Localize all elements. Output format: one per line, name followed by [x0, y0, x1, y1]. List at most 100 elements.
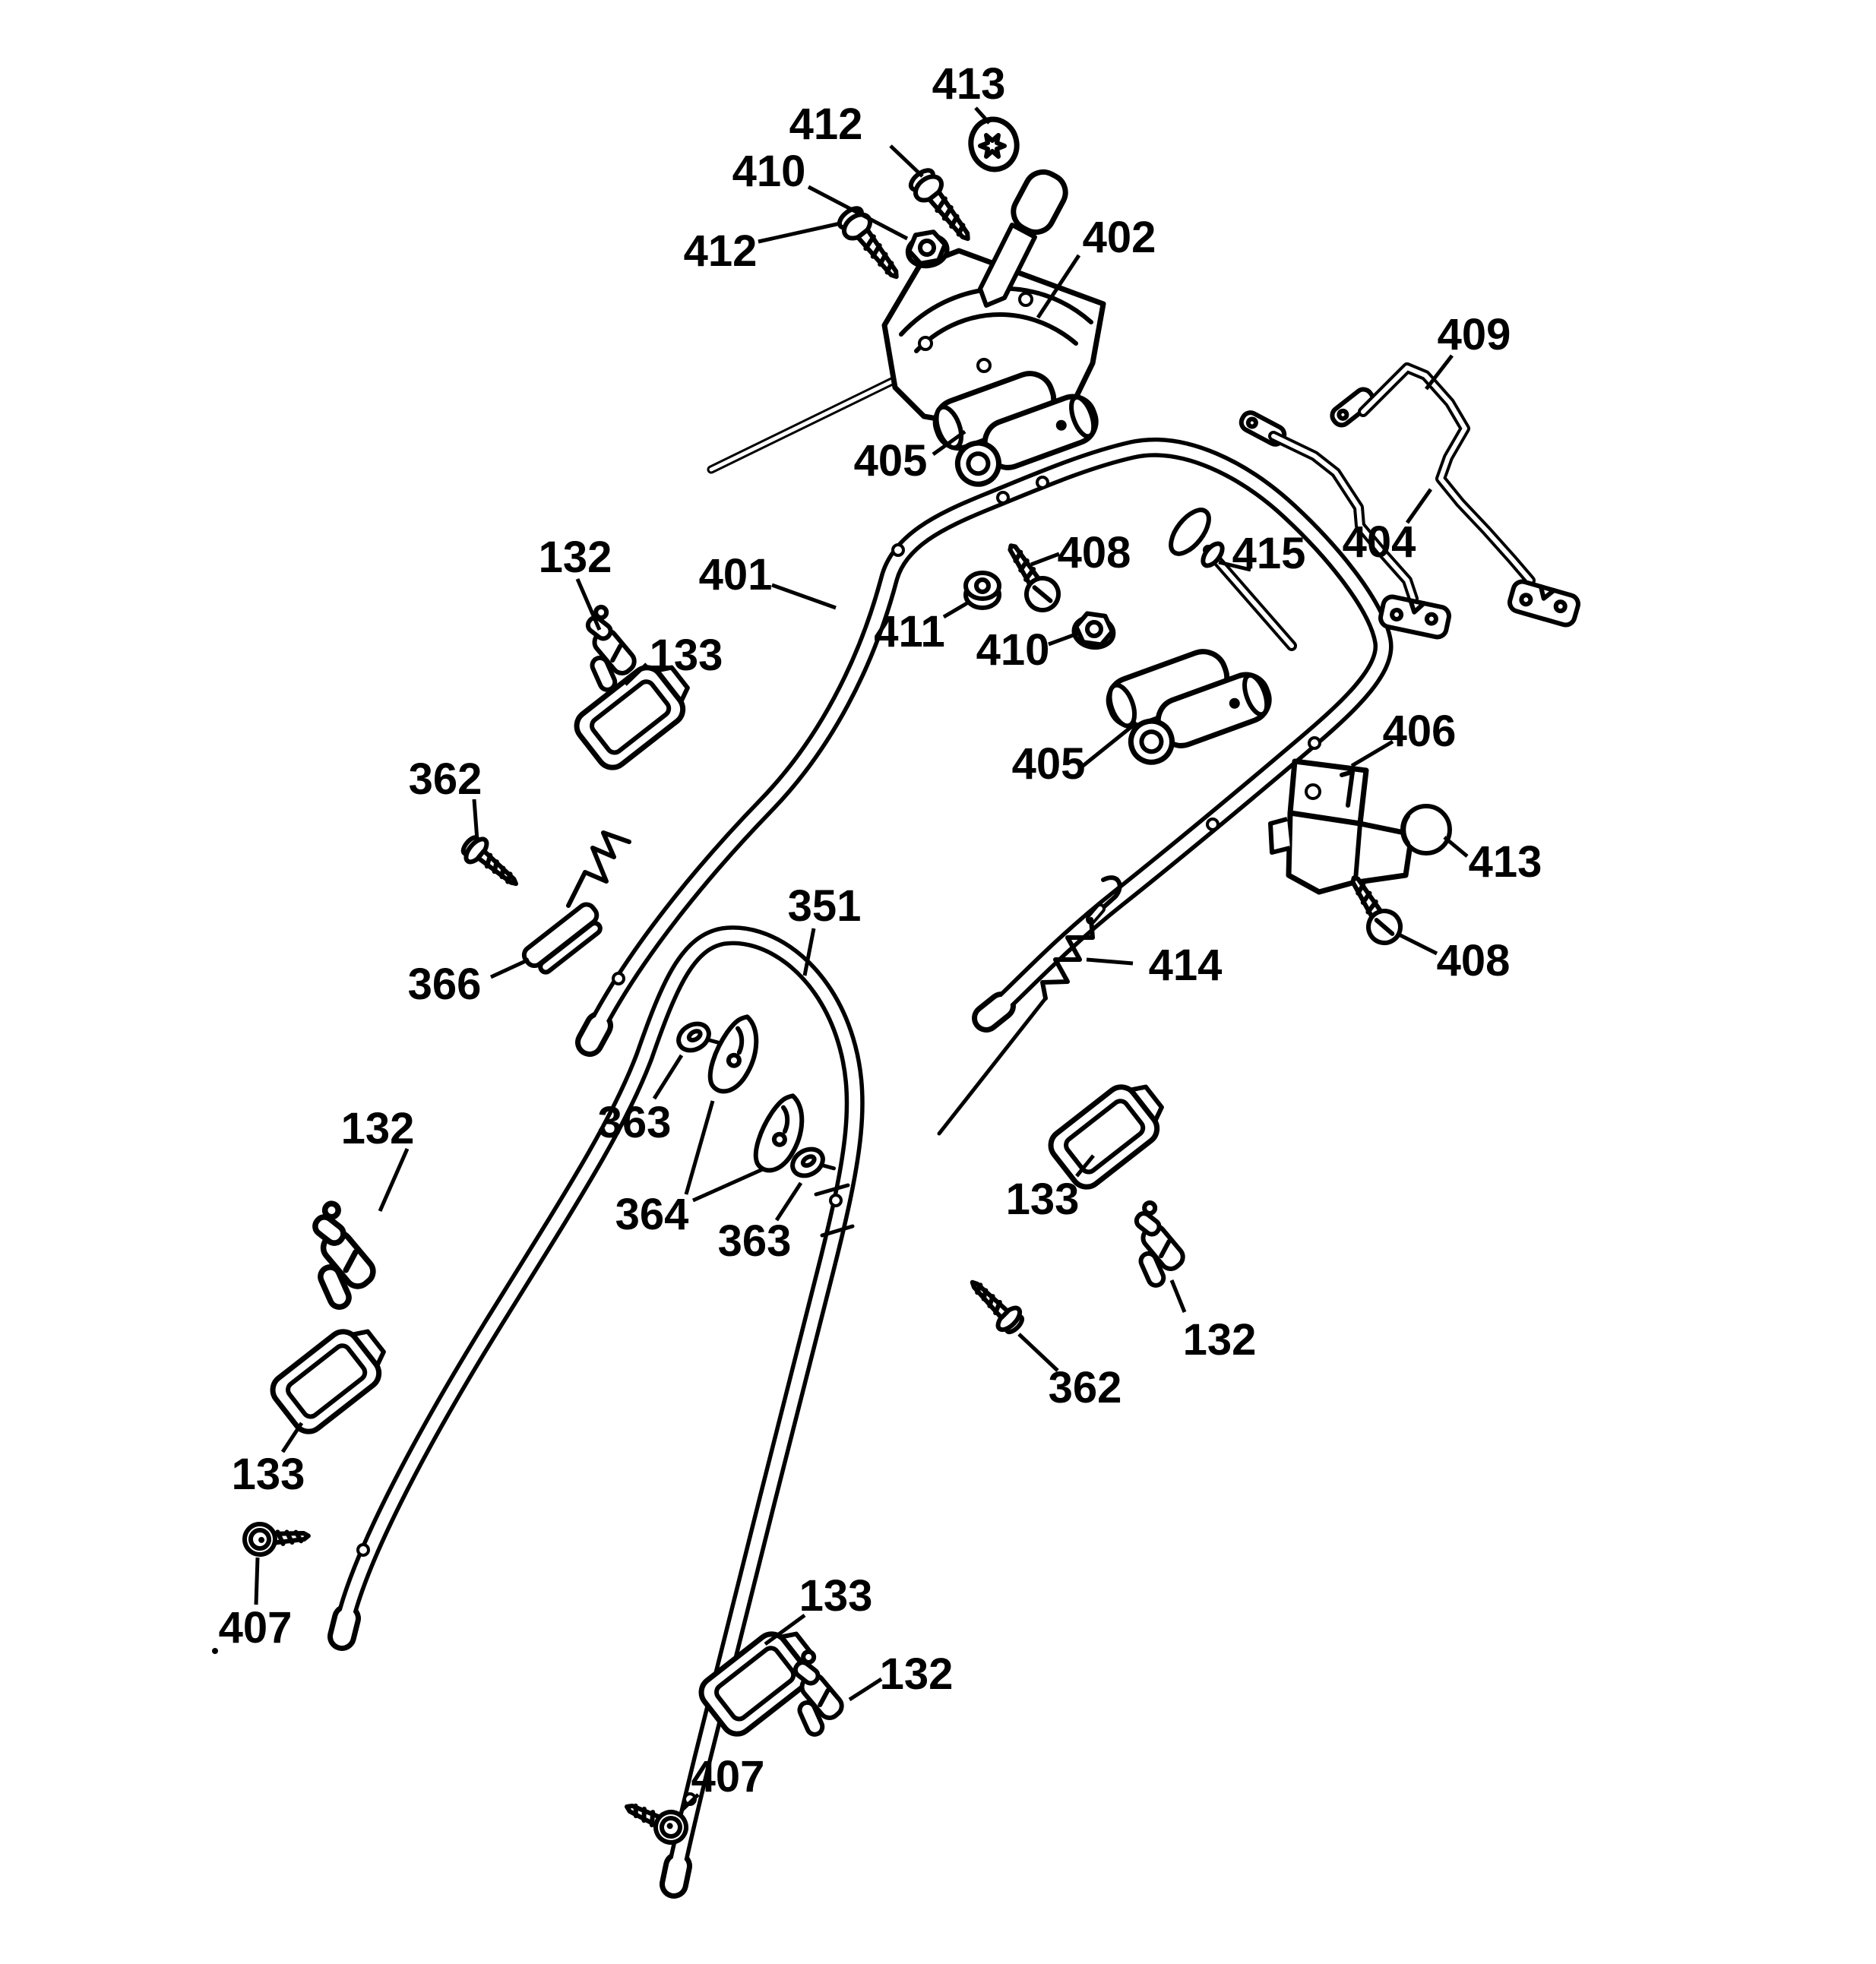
callout-408-19: 408: [1396, 931, 1511, 985]
part-366-lock-spring: [521, 830, 631, 975]
callout-366-20: 366: [408, 957, 530, 1009]
callout-413-18: 413: [1443, 836, 1542, 887]
part-132-bracket-middle-left: [280, 1201, 390, 1314]
callout-414-22: 414: [1086, 941, 1223, 990]
part-number-label-411: 411: [874, 607, 945, 656]
stray-dot-mark: [212, 1648, 218, 1654]
leader-line-405: [932, 429, 966, 457]
part-number-label-401: 401: [699, 550, 773, 599]
part-number-label-363: 363: [598, 1098, 672, 1147]
leader-line-351: [802, 928, 816, 976]
callout-132-33: 132: [848, 1649, 954, 1702]
part-415-pin: [1169, 508, 1297, 651]
leader-line-405: [1080, 721, 1138, 768]
leader-line-133: [624, 663, 648, 686]
callout-402-4: 402: [1036, 213, 1156, 319]
callout-362-17: 362: [409, 754, 482, 841]
part-number-label-414: 414: [1149, 941, 1223, 990]
part-number-label-351: 351: [788, 881, 862, 931]
callout-364-24: 364: [615, 1100, 766, 1239]
part-407-screw-left: [244, 1521, 310, 1556]
leader-line-132: [1169, 1279, 1187, 1313]
part-number-label-363: 363: [718, 1216, 792, 1266]
throttle-lever-knob: [1011, 169, 1068, 236]
callout-407-34: 407: [680, 1752, 765, 1812]
leader-line-406: [1350, 739, 1394, 768]
part-412-screw-lower: [835, 204, 908, 286]
callout-408-8: 408: [1030, 528, 1131, 577]
part-414-throttle-cable: [937, 875, 1122, 1136]
part-406-rope-guide-bracket: [1268, 758, 1415, 895]
part-408-screw-center: [998, 537, 1065, 616]
callout-132-29: 132: [1169, 1279, 1257, 1365]
callout-412-3: 412: [684, 221, 841, 276]
callout-132-26: 132: [341, 1104, 414, 1213]
part-number-label-132: 132: [539, 533, 612, 582]
leader-line-133: [764, 1613, 806, 1646]
callout-410-12: 410: [976, 625, 1078, 675]
callout-405-6: 405: [854, 429, 966, 485]
leader-line-414: [1086, 957, 1134, 966]
callout-133-28: 133: [1006, 1154, 1095, 1224]
part-number-label-132: 132: [880, 1649, 954, 1699]
leader-line-402: [1036, 254, 1081, 319]
part-number-label-404: 404: [1343, 517, 1416, 567]
leader-line-413: [974, 106, 991, 125]
callout-405-15: 405: [1012, 721, 1138, 789]
part-413-cap: [1400, 804, 1452, 855]
part-number-label-409: 409: [1438, 310, 1511, 359]
part-362-screw-right: [963, 1273, 1027, 1337]
part-401-upper-handle: [575, 437, 1394, 1057]
part-351-lower-handle: [327, 925, 865, 1899]
callout-409-5: 409: [1425, 310, 1511, 391]
leader-line-413: [1443, 836, 1469, 858]
leader-line-364: [684, 1100, 715, 1195]
leader-line-133: [280, 1422, 304, 1453]
part-number-label-364: 364: [615, 1190, 689, 1239]
part-number-label-410: 410: [976, 625, 1050, 675]
leader-line-363: [652, 1054, 684, 1100]
part-number-label-366: 366: [408, 960, 482, 1009]
callout-410-2: 410: [732, 147, 909, 241]
part-404-cable-guide-rod: [1239, 410, 1450, 638]
part-number-label-415: 415: [1232, 529, 1306, 578]
leader-line-366: [489, 957, 530, 979]
leader-line-362: [1017, 1333, 1059, 1372]
leader-line-408: [1396, 931, 1438, 956]
part-number-label-408: 408: [1058, 528, 1131, 577]
callout-132-13: 132: [539, 533, 612, 631]
part-407-screw-bottom: [621, 1793, 691, 1848]
part-364-cam-upper: [706, 1011, 764, 1097]
part-409-cable-guide-rod: [1329, 362, 1580, 627]
leader-line-132: [378, 1147, 410, 1213]
part-number-label-132: 132: [1183, 1315, 1257, 1365]
part-number-label-410: 410: [732, 147, 806, 196]
callout-133-32: 133: [764, 1571, 873, 1646]
part-number-label-407: 407: [691, 1752, 765, 1801]
leader-line-415: [1218, 560, 1251, 572]
part-number-label-133: 133: [232, 1450, 305, 1499]
part-number-label-405: 405: [854, 436, 928, 485]
callout-362-30: 362: [1017, 1333, 1121, 1412]
callout-363-23: 363: [598, 1054, 684, 1147]
leader-line-362: [472, 799, 479, 841]
part-413-star-washer: [968, 116, 1020, 172]
callout-363-25: 363: [718, 1181, 803, 1266]
callout-404-10: 404: [1343, 488, 1433, 567]
leader-line-410: [1048, 631, 1078, 647]
part-number-label-408: 408: [1437, 936, 1511, 985]
callout-415-9: 415: [1218, 529, 1306, 578]
leader-line-412: [758, 221, 841, 244]
leader-line-132: [575, 578, 602, 631]
callout-411-11: 411: [874, 599, 971, 656]
leader-line-409: [1425, 354, 1454, 391]
part-number-label-133: 133: [799, 1571, 873, 1621]
part-number-label-406: 406: [1383, 707, 1457, 756]
leader-line-364: [691, 1166, 766, 1203]
part-number-label-413: 413: [1469, 837, 1542, 887]
part-number-label-133: 133: [1006, 1175, 1080, 1224]
part-number-label-412: 412: [684, 226, 758, 276]
callout-401-7: 401: [699, 550, 837, 610]
